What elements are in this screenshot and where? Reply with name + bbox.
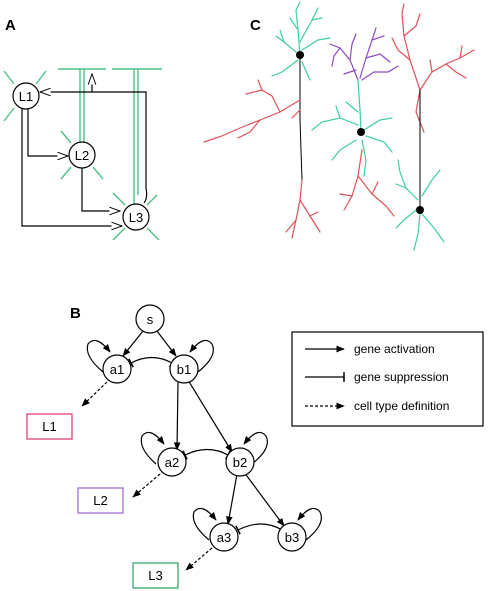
cell-type-l1: L1 xyxy=(26,413,73,440)
neuron-3 xyxy=(391,3,475,251)
panel-b: B xyxy=(26,304,484,589)
node-a2-label: a2 xyxy=(165,455,179,470)
node-a3: a3 xyxy=(209,522,239,552)
node-s-label: s xyxy=(147,312,154,327)
panel-b-edges xyxy=(81,330,322,571)
node-l3-label: L3 xyxy=(129,210,143,225)
node-b3: b3 xyxy=(277,522,307,552)
l2-spokes xyxy=(60,130,104,180)
cell-type-l1-label: L1 xyxy=(42,419,56,434)
node-l2-label: L2 xyxy=(75,148,89,163)
panel-a-arrows xyxy=(21,74,148,226)
node-a3-label: a3 xyxy=(217,530,231,545)
node-a1: a1 xyxy=(102,354,132,384)
cell-type-l2-label: L2 xyxy=(93,493,107,508)
cell-type-l3: L3 xyxy=(132,562,179,589)
panel-c: C xyxy=(203,1,475,251)
node-b3-label: b3 xyxy=(285,530,299,545)
node-l1: L1 xyxy=(12,82,40,110)
neuron-2 xyxy=(311,27,399,217)
node-a1-label: a1 xyxy=(110,362,124,377)
panel-a: A xyxy=(3,17,162,241)
node-l1-label: L1 xyxy=(19,89,33,104)
node-a2: a2 xyxy=(157,447,187,477)
legend-box xyxy=(291,331,484,427)
legend-activation-label: gene activation xyxy=(354,342,435,356)
l1-spokes xyxy=(3,70,47,122)
node-l2: L2 xyxy=(68,141,96,169)
panel-c-letter: C xyxy=(250,17,261,34)
node-b1-label: b1 xyxy=(177,362,191,377)
cell-type-l2: L2 xyxy=(77,487,124,514)
neuron-1 xyxy=(203,1,331,239)
node-l3: L3 xyxy=(122,203,150,231)
panel-b-letter: B xyxy=(70,305,81,322)
legend-definition-label: cell type definition xyxy=(354,399,449,413)
panel-a-letter: A xyxy=(5,17,16,34)
legend: gene activation gene suppression cell ty… xyxy=(291,331,484,427)
legend-suppression-label: gene suppression xyxy=(354,370,449,384)
node-b2: b2 xyxy=(225,447,255,477)
node-s: s xyxy=(135,304,165,334)
cell-type-l3-label: L3 xyxy=(148,568,162,583)
node-b1: b1 xyxy=(169,354,199,384)
node-b2-label: b2 xyxy=(233,455,247,470)
